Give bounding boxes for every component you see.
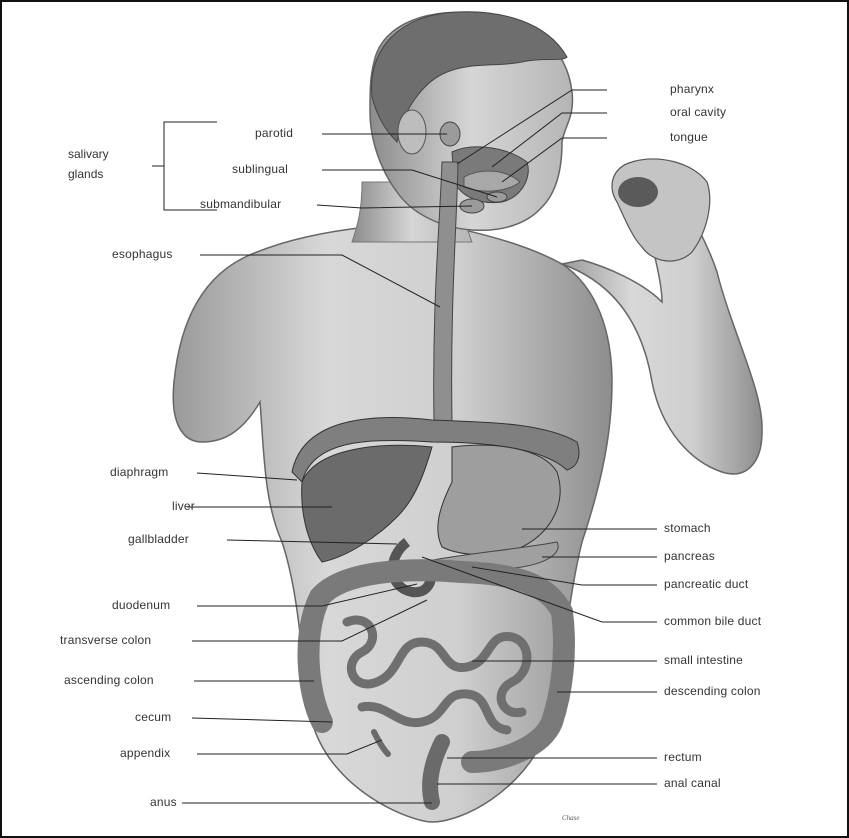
label-pancreatic-duct: pancreatic duct [664,577,748,591]
label-pancreas: pancreas [664,549,715,563]
label-gallbladder: gallbladder [128,532,189,546]
food-bite [618,177,658,207]
hand [612,159,710,261]
label-common-bile-duct: common bile duct [664,614,761,628]
label-stomach: stomach [664,521,711,535]
label-appendix: appendix [120,746,170,760]
label-descending-colon: descending colon [664,684,761,698]
label-sublingual: sublingual [232,162,288,176]
label-tongue: tongue [670,130,708,144]
label-liver: liver [172,499,195,513]
label-submandibular: submandibular [200,197,281,211]
label-duodenum: duodenum [112,598,170,612]
ear [398,110,426,154]
artist-signature: Chase [562,814,580,822]
label-diaphragm: diaphragm [110,465,169,479]
label-rectum: rectum [664,750,702,764]
label-cecum: cecum [135,710,171,724]
label-transverse-colon: transverse colon [60,633,151,647]
label-anus: anus [150,795,177,809]
label-oral-cavity: oral cavity [670,105,726,119]
label-parotid: parotid [255,126,293,140]
label-salivary-glands: salivary glands [68,144,138,184]
label-anal-canal: anal canal [664,776,721,790]
label-small-intestine: small intestine [664,653,743,667]
label-ascending-colon: ascending colon [64,673,154,687]
label-esophagus: esophagus [112,247,173,261]
label-pharynx: pharynx [670,82,714,96]
